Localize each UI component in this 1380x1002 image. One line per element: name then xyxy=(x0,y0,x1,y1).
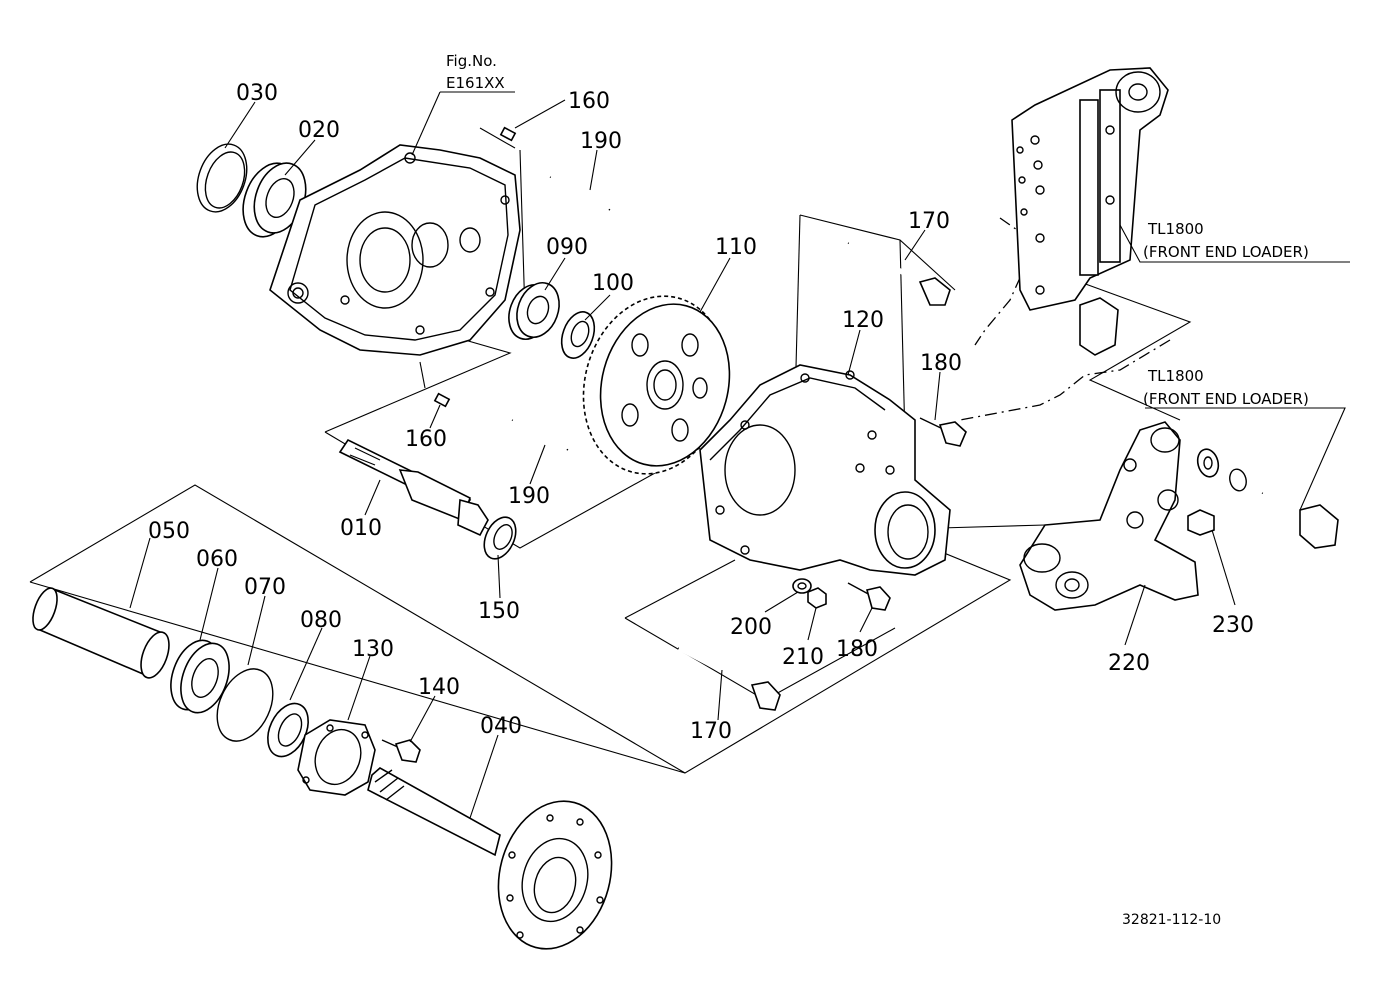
guide-frame-bolt-a xyxy=(624,559,736,619)
label-050: 050 xyxy=(148,519,190,544)
guide-line-pin-b xyxy=(419,361,426,389)
oil-seal-080 xyxy=(267,702,309,758)
bolt-170-lower xyxy=(677,645,781,711)
washer-200 xyxy=(792,578,812,594)
label-210: 210 xyxy=(782,645,824,670)
fig-ref-line2: E161XX xyxy=(446,74,505,92)
label-230: 230 xyxy=(1212,613,1254,638)
bracket-220 xyxy=(1019,421,1199,611)
label-200: 200 xyxy=(730,615,772,640)
bearing-060 xyxy=(170,639,230,714)
bearing-090 xyxy=(508,282,560,340)
guide-line-bracket xyxy=(939,524,1046,529)
note-front-end-loader-lower: TL1800 (FRONT END LOADER) xyxy=(1143,367,1309,408)
label-080: 080 xyxy=(300,608,342,633)
label-160-lower: 160 xyxy=(405,427,447,452)
fig-ref-line1: Fig.No. xyxy=(446,52,497,70)
label-150: 150 xyxy=(478,599,520,624)
note-lower-line2: (FRONT END LOADER) xyxy=(1143,390,1309,408)
bolt-170-upper xyxy=(847,240,951,306)
oil-seal-150 xyxy=(483,516,517,560)
nut-210 xyxy=(807,587,827,609)
note-upper-line1: TL1800 xyxy=(1147,220,1204,238)
stud-190-upper xyxy=(549,175,611,211)
stud-190-lower xyxy=(511,418,569,451)
part-labels: 030 020 160 190 090 100 110 170 120 180 … xyxy=(148,81,1254,744)
axle-040 xyxy=(367,767,613,950)
label-180-lower: 180 xyxy=(836,637,878,662)
o-ring-070 xyxy=(216,668,274,742)
label-010: 010 xyxy=(340,516,382,541)
gear-110 xyxy=(582,295,731,475)
label-020: 020 xyxy=(298,118,340,143)
guide-frame-bracket xyxy=(1079,281,1192,421)
bolt-180-lower xyxy=(847,582,891,611)
label-160-upper: 160 xyxy=(568,89,610,114)
plug-230 xyxy=(1187,509,1215,536)
label-070: 070 xyxy=(244,575,286,600)
bracket-bolt xyxy=(1261,489,1339,549)
label-170-upper: 170 xyxy=(908,209,950,234)
bracket-spring-washer xyxy=(1229,468,1247,492)
label-090: 090 xyxy=(546,235,588,260)
sleeve-050 xyxy=(32,586,170,679)
bolt-140 xyxy=(381,739,421,763)
note-lower-line1: TL1800 xyxy=(1147,367,1204,385)
cover-130 xyxy=(297,719,376,796)
label-110: 110 xyxy=(715,235,757,260)
transmission-case xyxy=(269,144,521,356)
snap-ring-030 xyxy=(196,143,248,213)
label-220: 220 xyxy=(1108,651,1150,676)
dowel-pin-160-upper xyxy=(499,126,517,142)
document-id: 32821-112-10 xyxy=(1122,912,1221,928)
note-upper-line2: (FRONT END LOADER) xyxy=(1143,243,1309,261)
label-140: 140 xyxy=(418,675,460,700)
bolt-180-upper xyxy=(919,417,967,447)
guide-frame-lower-edge xyxy=(29,581,686,774)
leader-lines xyxy=(129,91,1350,819)
bracket-washer xyxy=(1196,448,1220,478)
label-120: 120 xyxy=(842,308,884,333)
dowel-pin-160-lower xyxy=(433,392,451,408)
note-front-end-loader-upper: TL1800 (FRONT END LOADER) xyxy=(1143,220,1309,261)
label-040: 040 xyxy=(480,714,522,739)
label-190-lower: 190 xyxy=(508,484,550,509)
label-190-upper: 190 xyxy=(580,129,622,154)
guide-line-pin xyxy=(479,127,516,149)
label-130: 130 xyxy=(352,637,394,662)
label-060: 060 xyxy=(196,547,238,572)
label-100: 100 xyxy=(592,271,634,296)
collar-100 xyxy=(560,311,596,359)
label-180-upper: 180 xyxy=(920,351,962,376)
figure-reference: Fig.No. E161XX xyxy=(446,52,505,92)
axle-case-120 xyxy=(699,364,951,576)
label-170-lower: 170 xyxy=(690,719,732,744)
loader-mount-frame xyxy=(959,67,1171,421)
shaft-010 xyxy=(338,438,489,537)
label-030: 030 xyxy=(236,81,278,106)
